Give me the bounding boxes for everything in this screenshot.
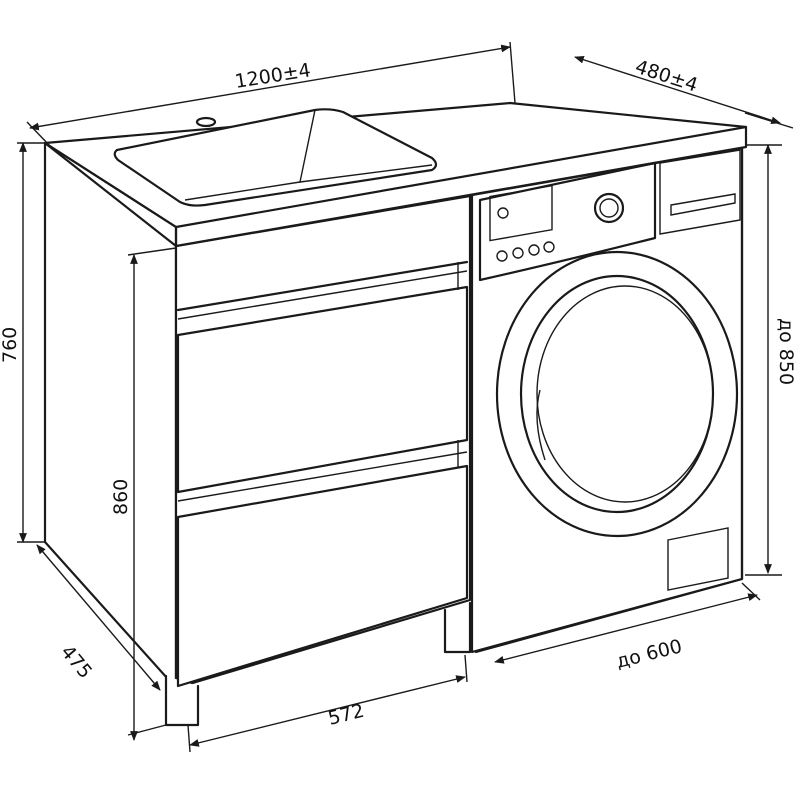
machine-body — [470, 146, 744, 654]
service-hatch — [667, 527, 729, 591]
program-button[interactable] — [496, 250, 508, 262]
drawer-upper — [176, 285, 469, 494]
display-screen — [489, 184, 553, 242]
dim-total-width: 1200±4 — [233, 59, 312, 93]
dimension-lines — [17, 41, 794, 753]
dim-height: 760 — [0, 327, 21, 363]
dim-cabinet-height: 860 — [110, 479, 132, 515]
drawer-handle — [670, 193, 736, 216]
detergent-drawer[interactable] — [659, 149, 741, 235]
dim-depth: 480±4 — [632, 56, 700, 97]
dim-machine-width: до 600 — [614, 635, 684, 673]
drawer-top-line — [176, 260, 469, 312]
cabinet-leg-back — [443, 601, 472, 654]
countertop — [43, 101, 748, 248]
cabinet-side-panel — [43, 141, 178, 690]
dim-machine-height: до 850 — [775, 318, 797, 385]
program-knob[interactable] — [593, 192, 625, 224]
door-handle — [536, 389, 546, 461]
control-panel — [478, 161, 657, 282]
dim-cabinet-width: 572 — [326, 700, 367, 730]
door-glass — [536, 285, 714, 503]
program-button[interactable] — [543, 241, 555, 253]
dim-side-depth: 475 — [56, 641, 96, 683]
program-button[interactable] — [528, 244, 540, 256]
drawer-lower — [176, 464, 469, 688]
small-button[interactable] — [497, 207, 509, 219]
program-button[interactable] — [512, 247, 524, 259]
tap-hole — [195, 116, 217, 128]
washing-machine — [470, 146, 744, 654]
door-outer-ring — [495, 250, 739, 538]
